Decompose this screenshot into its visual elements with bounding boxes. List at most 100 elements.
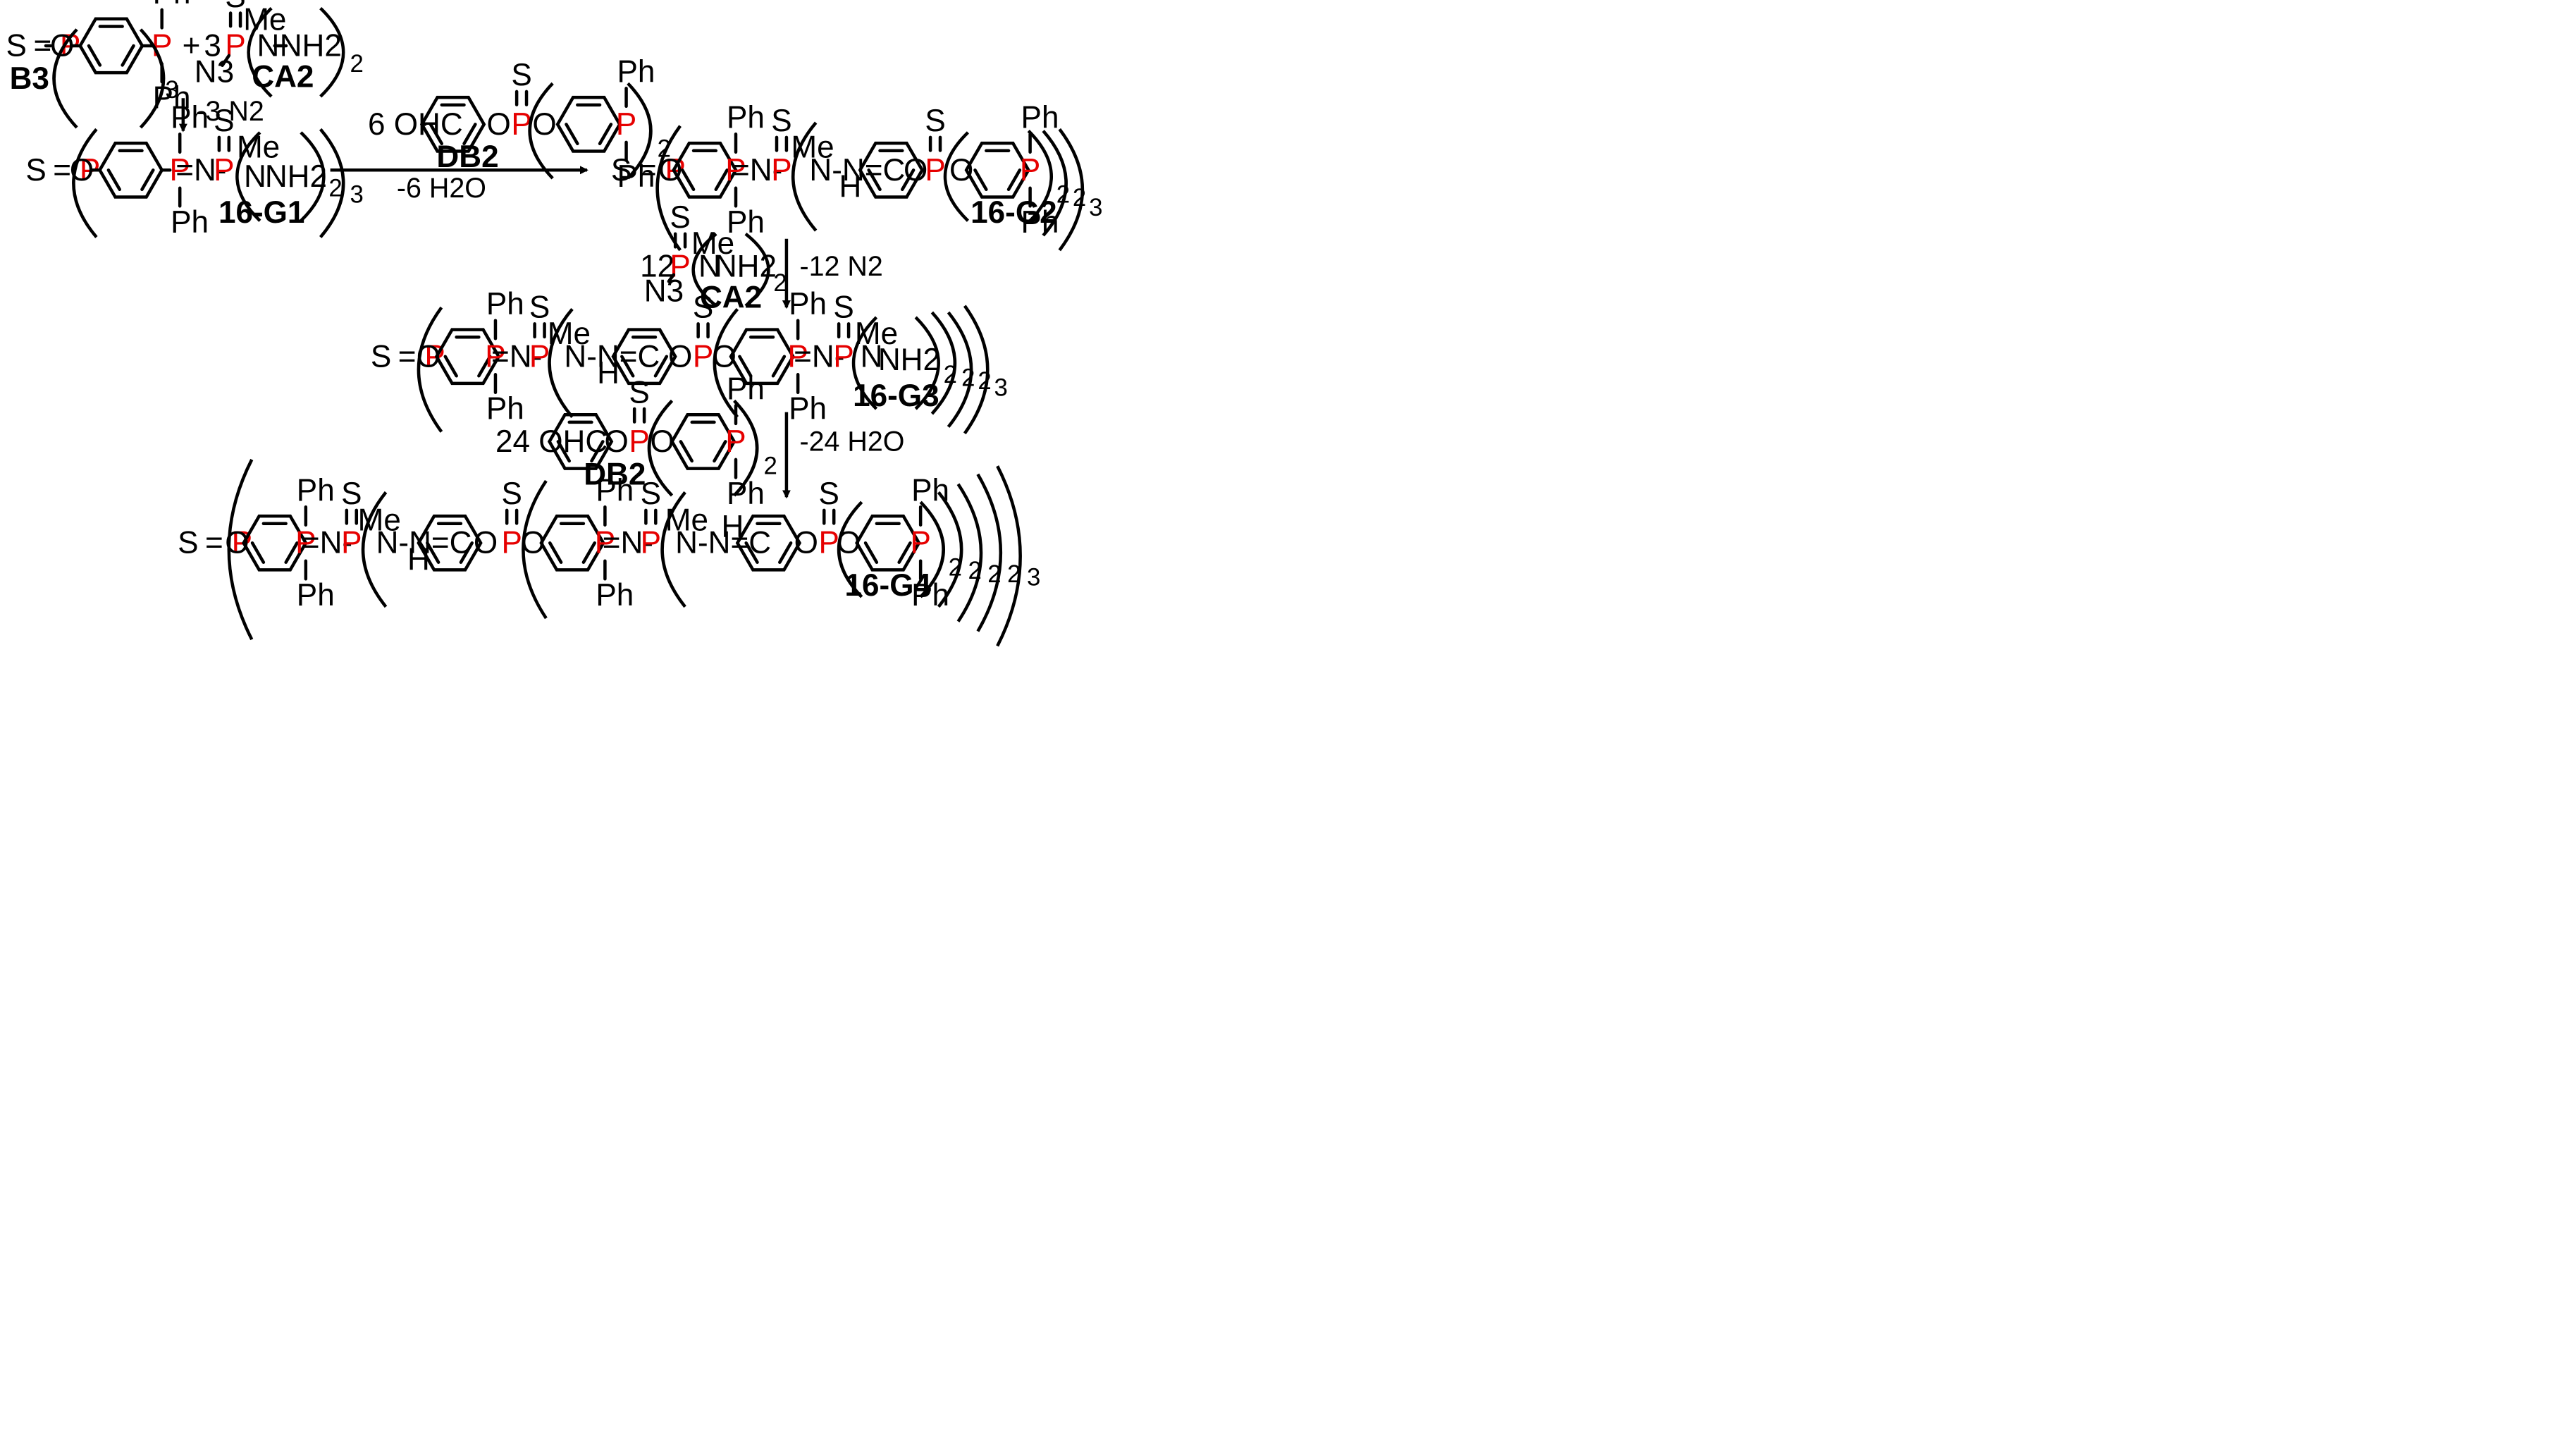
methyl-label: Me [548,317,591,351]
sulfur-atom: S [371,339,391,374]
ring-double-bond [778,541,793,564]
open-bracket [522,479,548,620]
ring-double-bond [426,541,440,564]
phosphorus-atom: P [214,153,234,188]
condition-text: -12 N2 [799,251,882,282]
nitrogen-atom: N [244,159,266,194]
ring-double-bond [680,168,696,192]
ring-double-bond [462,123,477,146]
methyl-label: Me [691,226,734,261]
close-bracket [319,6,345,98]
phosphorus-atom: P [1020,153,1040,188]
ring-double-bond [556,440,571,463]
condition-text: -3 N2 [196,96,264,127]
sulfur-atom: S [833,290,853,325]
phosphorus-atom: P [295,526,316,560]
imine-bond: =N- [491,339,542,374]
benzene-ring [670,412,737,470]
close-bracket [919,501,945,598]
phosphorus-atom: P [910,526,930,560]
phosphorus-atom: P [485,339,505,374]
sulfur-atom: S [529,290,550,325]
ring-double-bond [429,123,444,146]
open-bracket [691,232,717,307]
benzene-ring [539,514,605,572]
phenyl-label: Ph [911,474,949,508]
open-bracket [713,308,739,419]
subscript-text: 2 [763,453,777,480]
benzene-ring [729,328,795,386]
phosphorus-atom: P [595,526,615,560]
close-bracket [996,465,1022,647]
phenyl-label: Ph [486,287,524,321]
open-bracket [417,306,443,433]
condition-text: -24 H2O [799,426,904,457]
phenyl-label: Ph [297,578,335,613]
phenyl-label: Ph [171,205,209,240]
ring-double-bond [973,168,988,192]
oxygen-atom: O [713,339,737,374]
phenyl-label: Ph [171,101,209,135]
benzene-ring [858,141,925,199]
phosphorus-atom: P [725,153,746,188]
ring-double-bond [598,123,613,146]
ring-double-bond [863,541,879,564]
subscript-text: 3 [350,181,363,209]
benzene-ring [555,95,622,153]
imine-bond: =N- [175,153,226,188]
ring-double-bond [590,440,605,463]
open-bracket [791,121,818,232]
open-bracket [851,316,878,410]
subscript-text: 3 [1027,563,1040,591]
condition-text: -6 H2O [397,173,486,204]
phosphorus-atom: P [819,526,839,560]
sulfur-atom: S [511,58,531,92]
bond-line [667,273,676,283]
open-bracket [647,399,674,497]
close-bracket [976,473,1003,632]
subscript-text: 3 [994,374,1008,401]
phosphorus-atom: P [833,339,853,374]
sulfur-atom: S [25,153,46,188]
oxygen-atom: O [532,107,556,142]
close-bracket [1042,130,1068,237]
methyl-label: Me [665,503,708,537]
methyl-label: Me [358,503,401,537]
reagent-db2-formula: 6 OHC [368,107,463,142]
sulfur-atom: S [6,28,26,63]
ring-double-bond [771,355,787,378]
phenyl-label: Ph [486,392,524,426]
ring-double-bond [106,168,121,192]
close-bracket [1027,130,1053,224]
compound-label-b3: B3 [10,61,49,96]
benzene-ring [672,141,738,199]
subscript-text: 2 [773,269,787,297]
close-bracket [956,483,983,622]
close-bracket [300,131,326,222]
ring-double-bond [284,541,299,564]
phosphorus-atom: P [725,424,746,459]
subscript-text: 3 [165,76,178,104]
sulfur-atom: S [629,375,649,410]
compound-label-ca2: CA2 [700,281,762,315]
open-bracket [227,458,254,641]
phenyl-label: Ph [153,0,191,11]
equals-sign: = [205,526,223,560]
compound-label-ca2: CA2 [252,60,314,94]
ring-double-bond [459,541,474,564]
phenyl-label: Ph [617,55,655,90]
open-bracket [655,125,682,252]
phenyl-label: Ph [727,372,765,407]
phosphorus-atom: P [925,153,945,188]
hydrogen-atom: H [839,169,861,204]
phosphorus-atom: P [693,339,713,374]
open-bracket [660,491,686,608]
phenyl-label: Ph [1021,101,1059,135]
methyl-label: Me [243,2,286,37]
methyl-label: Me [855,317,898,351]
ring-double-bond [901,168,916,192]
oxygen-atom: O [474,526,498,560]
sulfur-atom: S [225,0,245,14]
ring-double-bond [443,355,458,378]
amino-label: NH2 [878,343,940,377]
